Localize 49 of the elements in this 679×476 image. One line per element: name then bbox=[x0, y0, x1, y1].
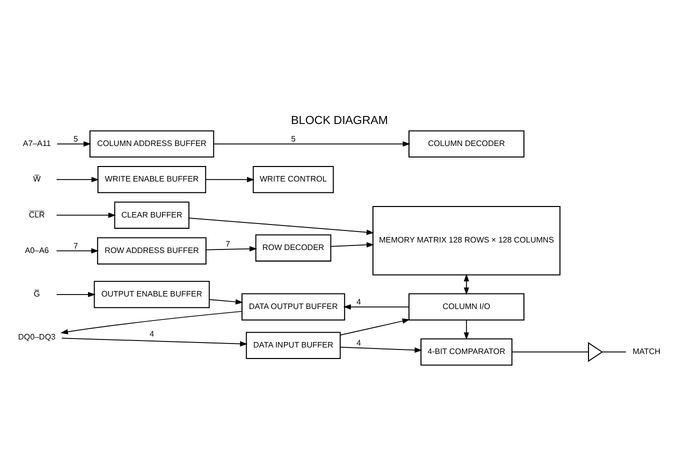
arrow bbox=[56, 176, 100, 182]
arrow bbox=[343, 304, 410, 310]
arrow bbox=[205, 176, 255, 182]
edge-label: 4 bbox=[150, 329, 154, 338]
node-text: W̅ bbox=[33, 174, 41, 184]
edge-label: 4 bbox=[356, 338, 362, 347]
node-triangle bbox=[588, 341, 604, 362]
node-box: DATA INPUT BUFFER bbox=[246, 331, 341, 359]
node-text: G̅ bbox=[34, 289, 40, 298]
arrow bbox=[188, 217, 374, 234]
arrow bbox=[330, 242, 374, 248]
diagram-title: BLOCK DIAGRAM bbox=[291, 114, 388, 127]
node-box: CLEAR BUFFER bbox=[114, 201, 190, 228]
arrow bbox=[61, 337, 248, 346]
edge-label: 4 bbox=[356, 297, 362, 306]
node-text: A7–A11 bbox=[22, 138, 51, 148]
edge-label: 5 bbox=[74, 134, 78, 144]
node-box: 4-BIT COMPARATOR bbox=[420, 338, 512, 366]
connector bbox=[512, 351, 589, 352]
arrow bbox=[208, 298, 244, 304]
node-box: COLUMN I/O bbox=[408, 292, 524, 320]
node-text: MATCH bbox=[632, 346, 660, 356]
arrow bbox=[464, 273, 470, 295]
node-box: WRITE CONTROL bbox=[252, 165, 334, 193]
edge-label: 7 bbox=[226, 238, 230, 248]
node-box: COLUMN ADDRESS BUFFER bbox=[89, 130, 214, 158]
arrow bbox=[213, 140, 410, 146]
connector bbox=[602, 351, 626, 352]
node-box: WRITE ENABLE BUFFER bbox=[97, 165, 206, 193]
node-box: DATA OUTPUT BUFFER bbox=[242, 292, 346, 320]
arrow bbox=[60, 310, 242, 334]
node-box: ROW DECODER bbox=[255, 234, 332, 262]
edge-label: 7 bbox=[74, 241, 78, 250]
node-text: C̅L̅R̅ bbox=[28, 210, 45, 219]
arrow bbox=[56, 140, 92, 146]
arrow bbox=[464, 319, 470, 340]
arrow bbox=[56, 212, 116, 218]
arrow bbox=[56, 291, 96, 297]
arrow bbox=[340, 318, 410, 335]
node-box: ROW ADDRESS BUFFER bbox=[97, 236, 206, 264]
arrow bbox=[206, 246, 258, 252]
node-box: MEMORY MATRIX 128 ROWS × 128 COLUMNS bbox=[372, 205, 560, 275]
node-box: COLUMN DECODER bbox=[408, 130, 524, 158]
edge-label: 5 bbox=[291, 134, 296, 144]
node-box: OUTPUT ENABLE BUFFER bbox=[94, 280, 210, 308]
node-text: DQ0–DQ3 bbox=[18, 332, 56, 341]
node-text: A0–A6 bbox=[24, 245, 49, 254]
arrow bbox=[340, 346, 422, 352]
arrow bbox=[56, 248, 99, 254]
